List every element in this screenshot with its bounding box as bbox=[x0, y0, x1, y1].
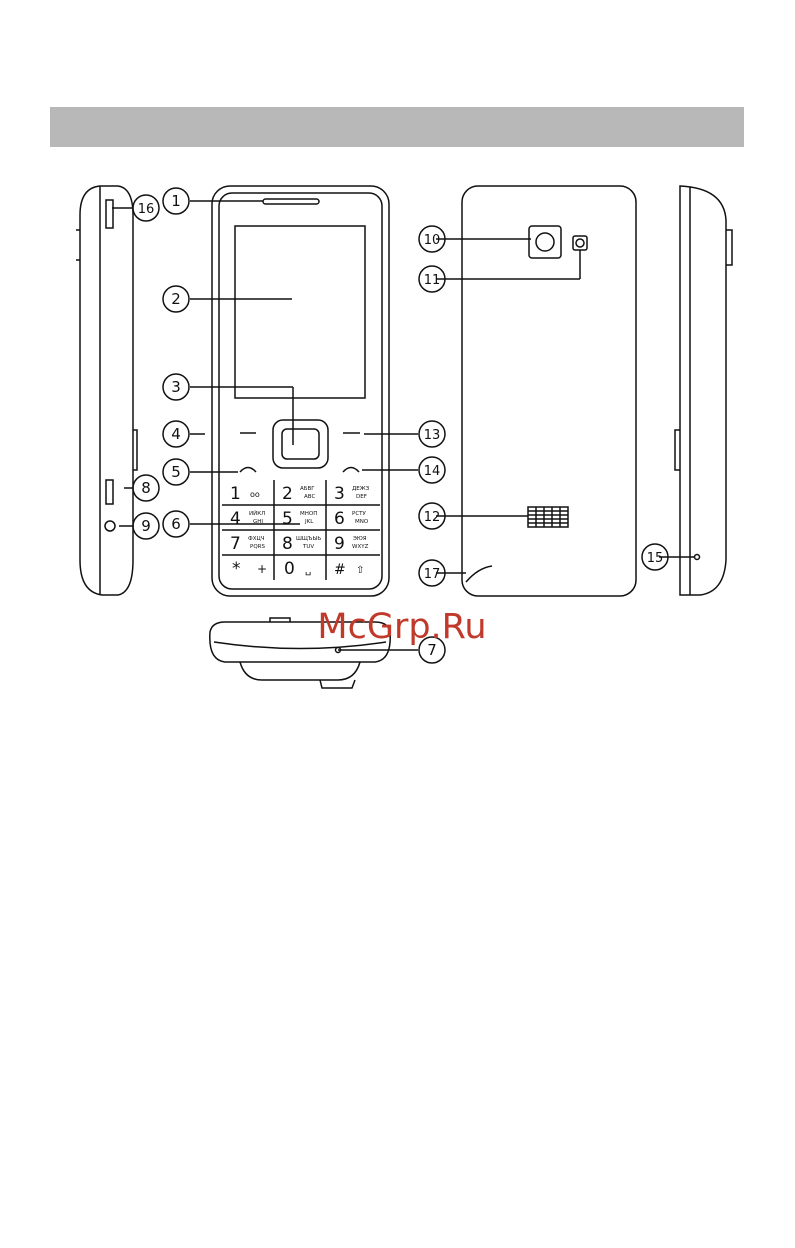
key-3-sub1: ДЕЖЗ bbox=[352, 486, 370, 492]
callout-15-label: 15 bbox=[647, 551, 664, 566]
callout-2-label: 2 bbox=[171, 290, 181, 308]
key-3-sub2: DEF bbox=[356, 494, 367, 500]
key-hash-sub: ⇧ bbox=[356, 565, 364, 576]
callout-17-label: 17 bbox=[424, 567, 441, 582]
key-5-label: 5 bbox=[282, 509, 293, 529]
display-screen bbox=[235, 226, 365, 398]
callout-1-label: 1 bbox=[171, 192, 181, 210]
callout-3-label: 3 bbox=[171, 378, 181, 396]
callout-16-label: 16 bbox=[138, 202, 155, 217]
phone-back-view bbox=[462, 186, 636, 596]
loudspeaker-grille bbox=[528, 507, 568, 527]
key-2-label: 2 bbox=[282, 484, 293, 504]
callout-12-label: 12 bbox=[424, 510, 441, 525]
callout-9-label: 9 bbox=[141, 517, 151, 535]
callout-11-label: 11 bbox=[424, 273, 441, 288]
key-9-label: 9 bbox=[334, 534, 345, 554]
callout-13-label: 13 bbox=[424, 428, 441, 443]
end-key-icon bbox=[343, 468, 359, 473]
call-key-icon bbox=[240, 468, 256, 473]
key-3-label: 3 bbox=[334, 484, 345, 504]
key-8-label: 8 bbox=[282, 534, 293, 554]
key-9-sub2: WXYZ bbox=[352, 544, 369, 550]
callout-14-label: 14 bbox=[424, 464, 441, 479]
key-star-label: * bbox=[232, 559, 241, 579]
key-hash-label: # bbox=[334, 562, 346, 578]
phone-left-side-view bbox=[76, 186, 137, 595]
key-6-sub1: РСТУ bbox=[352, 511, 367, 517]
nav-key-center bbox=[282, 429, 319, 459]
callout-10-label: 10 bbox=[424, 233, 441, 248]
camera-lens bbox=[536, 233, 554, 251]
callout-4-label: 4 bbox=[171, 425, 181, 443]
key-7-sub1: ФХЦЧ bbox=[248, 536, 265, 542]
key-6-sub2: MNO bbox=[355, 519, 369, 525]
back-cover-notch bbox=[466, 566, 492, 582]
key-4-sub1: ИЙКЛ bbox=[249, 510, 265, 517]
key-5-sub1: МНОП bbox=[300, 511, 317, 517]
leader-lines bbox=[112, 201, 694, 650]
strap-hole bbox=[695, 555, 700, 560]
keypad: 1 oo 2 АБВГ ABC 3 ДЕЖЗ DEF 4 ИЙКЛ GHI 5 … bbox=[222, 480, 380, 580]
watermark: McGrp.Ru bbox=[317, 607, 486, 647]
phone-right-side-view bbox=[675, 186, 732, 595]
callout-6-label: 6 bbox=[171, 515, 181, 533]
key-0-label: 0 bbox=[284, 559, 295, 579]
flash-housing bbox=[573, 236, 587, 250]
key-1-sub: oo bbox=[250, 490, 260, 499]
side-port-9 bbox=[105, 521, 115, 531]
volume-key-side bbox=[106, 200, 113, 228]
key-8-sub1: ШЩЪЫЬ bbox=[296, 536, 321, 542]
key-2-sub2: ABC bbox=[304, 494, 315, 500]
flash-light bbox=[576, 239, 584, 247]
key-8-sub2: TUV bbox=[302, 544, 314, 550]
callouts: 1 2 3 4 5 6 7 8 9 10 11 12 13 14 15 16 1… bbox=[133, 188, 668, 663]
key-7-sub2: PQRS bbox=[250, 544, 265, 550]
callout-5-label: 5 bbox=[171, 463, 181, 481]
earpiece-speaker bbox=[263, 199, 319, 204]
key-6-label: 6 bbox=[334, 509, 345, 529]
key-star-sub: + bbox=[257, 562, 267, 576]
key-7-label: 7 bbox=[230, 534, 241, 554]
side-key-8 bbox=[106, 480, 113, 504]
key-2-sub1: АБВГ bbox=[300, 486, 315, 492]
key-0-sub: ␣ bbox=[305, 565, 311, 576]
key-5-sub2: JKL bbox=[304, 519, 314, 525]
key-1-label: 1 bbox=[230, 484, 241, 504]
camera-housing bbox=[529, 226, 561, 258]
callout-8-label: 8 bbox=[141, 479, 151, 497]
key-4-label: 4 bbox=[230, 509, 241, 529]
key-9-sub1: ЭЮЯ bbox=[353, 536, 367, 542]
